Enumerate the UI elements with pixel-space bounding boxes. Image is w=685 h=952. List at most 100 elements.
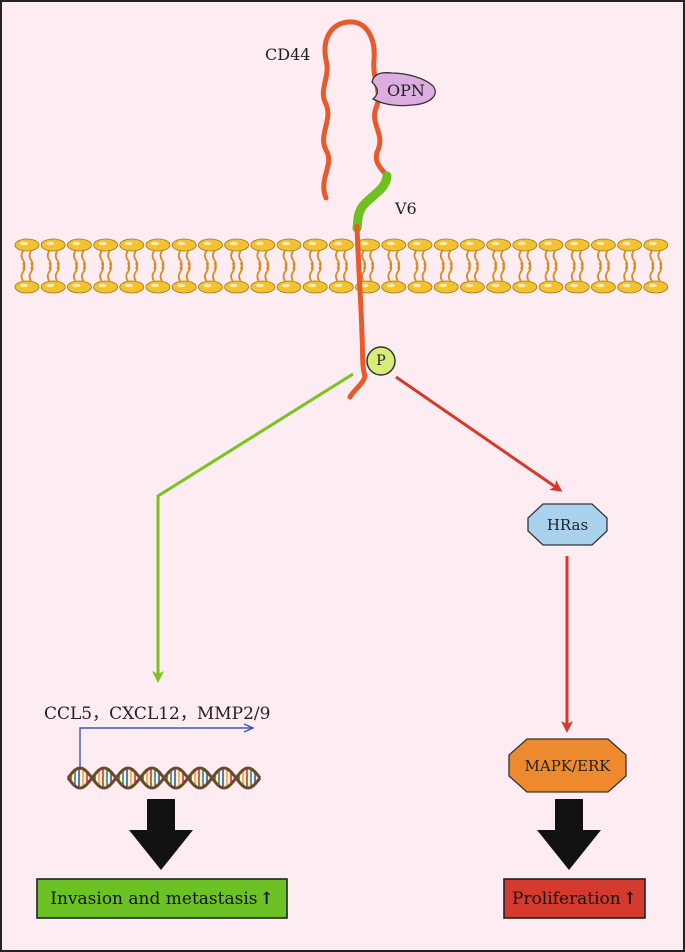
lipid-head [486, 238, 512, 252]
lipid-tail [238, 250, 243, 282]
lipid-head-highlight [465, 283, 474, 288]
lipid-head-highlight [46, 241, 55, 246]
lipid-head [93, 280, 118, 294]
lipid-head [328, 238, 354, 252]
lipid-head [145, 280, 171, 294]
lipid-head [119, 238, 145, 252]
lipid-head-highlight [308, 283, 317, 288]
lipid-tail [256, 250, 262, 282]
lipid-tail [474, 250, 479, 282]
lipid-head-highlight [203, 241, 212, 246]
lipid-tail [316, 250, 322, 282]
lipid-tail [466, 250, 471, 282]
lipid-tail [544, 250, 550, 282]
lipid-head-highlight [622, 283, 631, 288]
lipid-tail [81, 250, 86, 282]
green-pathway-arrow [152, 372, 354, 683]
lipid-head-highlight [72, 283, 81, 288]
lipid-head-highlight [648, 241, 657, 246]
proliferation-box [503, 878, 646, 919]
lipid-tail [500, 250, 505, 282]
opn-ligand [371, 72, 436, 107]
lipid-head [617, 280, 642, 294]
lipid-head-highlight [570, 283, 579, 288]
lipid-tail [578, 250, 584, 282]
lipid-head [459, 238, 485, 252]
lipid-tail [46, 250, 52, 282]
invasion-label-wrap: Invasion and metastasis↑ [37, 879, 287, 918]
lipid-head [591, 238, 616, 252]
lipid-head [486, 280, 512, 294]
dna-backbone [66, 766, 262, 790]
lipid-tail [125, 250, 131, 282]
mapk-erk-node [508, 738, 627, 793]
lipid-head [564, 280, 590, 294]
lipid-tail [421, 250, 427, 282]
lipid-head-highlight [491, 241, 500, 246]
lipid-head-highlight [517, 283, 526, 288]
lipid-head [145, 238, 171, 252]
lipid-head-highlight [72, 241, 81, 246]
lipid-tail [28, 250, 34, 282]
lipid-tail [570, 250, 576, 282]
lipid-tail [526, 250, 532, 282]
lipid-head-highlight [439, 283, 448, 288]
lipid-tail [518, 250, 524, 282]
lipid-tail [395, 250, 401, 282]
lipid-head-highlight [386, 241, 395, 246]
lipid-head [224, 280, 250, 294]
lipid-tail [343, 250, 348, 282]
lipid-tail [264, 250, 270, 282]
lipid-head [459, 280, 485, 294]
lipid-tail [623, 250, 628, 282]
lipid-head [328, 280, 354, 294]
lipid-head [407, 238, 433, 252]
red-arrow-to-hras [395, 375, 563, 492]
lipid-tail [54, 250, 60, 282]
invasion-up-arrow-icon: ↑ [259, 888, 274, 909]
lipid-head-highlight [360, 283, 369, 288]
lipid-head-highlight [334, 283, 343, 288]
lipid-head [407, 280, 433, 294]
lipid-head-highlight [124, 283, 133, 288]
lipid-head [67, 280, 92, 294]
lipid-head [538, 280, 564, 294]
v6-segment [352, 171, 392, 233]
cd44-transmembrane [347, 223, 368, 400]
lipid-head [512, 238, 538, 252]
cd44-extracellular-loops [320, 19, 390, 201]
lipid-head-highlight [622, 241, 631, 246]
phosphorylation-node [366, 346, 396, 376]
lipid-head-highlight [439, 241, 448, 246]
lipid-head-highlight [596, 241, 605, 246]
mapk-erk-label: MAPK/ERK [524, 756, 611, 775]
lipid-tail [335, 250, 340, 282]
lipid-head [512, 280, 538, 294]
lipid-head [643, 238, 669, 252]
lipid-head [302, 280, 328, 294]
lipid-tail [20, 250, 26, 282]
lipid-head [381, 238, 407, 252]
lipid-head [643, 280, 669, 294]
lipid-tail [133, 250, 139, 282]
lipid-head [40, 280, 66, 294]
lipid-head-highlight [98, 283, 107, 288]
lipid-head [538, 238, 564, 252]
lipid-head [197, 238, 223, 252]
lipid-head [276, 238, 302, 252]
lipid-head [591, 280, 616, 294]
lipid-tail [361, 250, 366, 282]
genes-label: CCL5，CXCL12，MMP2/9 [44, 704, 271, 724]
lipid-head [93, 238, 118, 252]
lipid-head-highlight [229, 241, 238, 246]
lipid-head-highlight [596, 283, 605, 288]
lipid-head [197, 280, 223, 294]
lipid-tail [492, 250, 497, 282]
lipid-tail [212, 250, 217, 282]
lipid-tail [185, 250, 191, 282]
lipid-head-highlight [544, 241, 552, 246]
lipid-tail [447, 250, 453, 282]
